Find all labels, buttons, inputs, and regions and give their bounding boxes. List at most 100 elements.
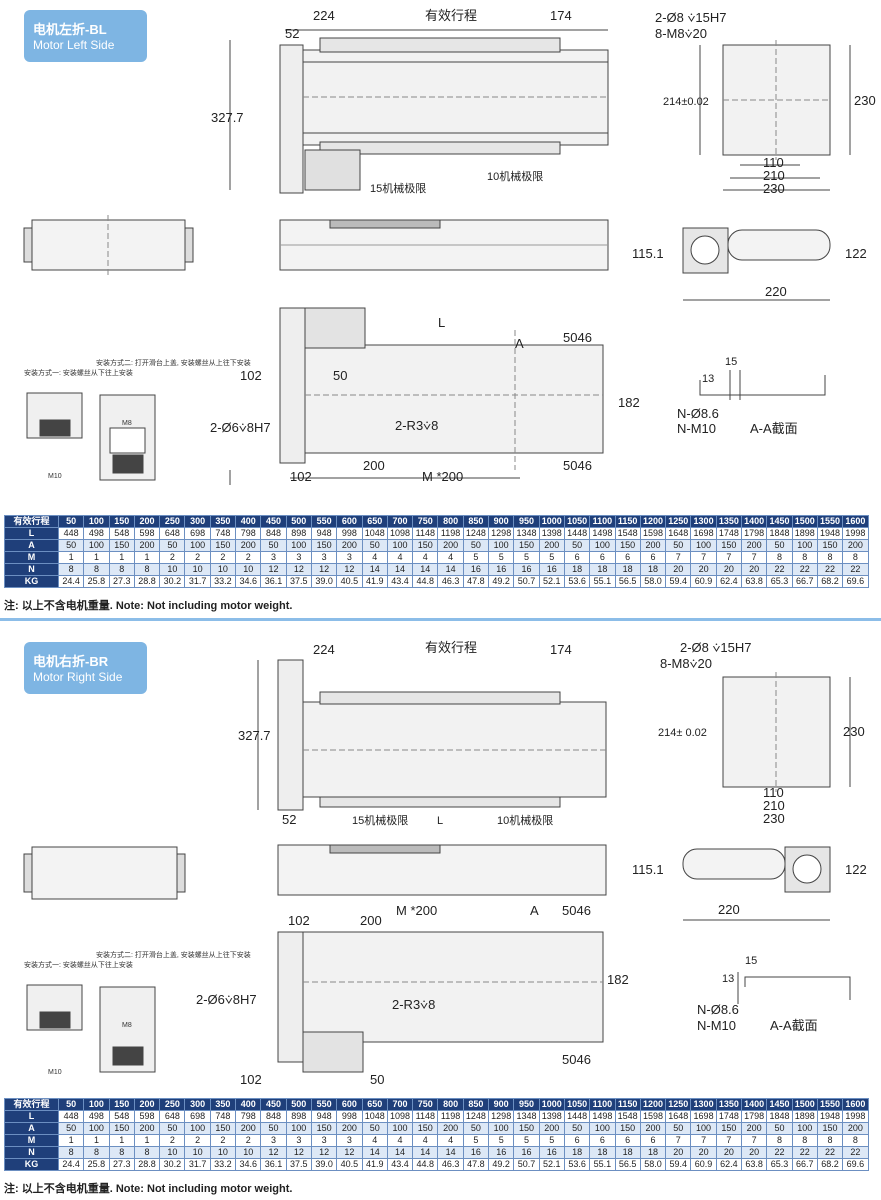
table-cell: 150 bbox=[108, 539, 135, 552]
table-header-cell: 1100 bbox=[589, 515, 616, 528]
label-mount-2: 安装方式二: 打开滑台上盖, 安装螺丝从上往下安装 bbox=[96, 358, 251, 367]
table-cell: 1748 bbox=[715, 1110, 743, 1123]
dim-327: 327.7 bbox=[211, 110, 244, 125]
table-cell: 43.4 bbox=[386, 575, 414, 588]
table-cell: 18 bbox=[563, 1146, 591, 1159]
dim-327: 327.7 bbox=[238, 728, 271, 743]
table-cell: 8 bbox=[816, 1134, 844, 1147]
table-cell: 10 bbox=[184, 1146, 211, 1159]
table-cell: 50 bbox=[361, 539, 388, 552]
table-cell: 200 bbox=[842, 1122, 869, 1135]
dim-52: 52 bbox=[285, 26, 299, 41]
dim-230-right: 230 bbox=[854, 93, 876, 108]
table-cell: 150 bbox=[513, 1122, 540, 1135]
label-hole-1: 2-Ø8 ⩒15H7 bbox=[680, 640, 752, 655]
table-cell: 50 bbox=[260, 1122, 287, 1135]
table-cell: 150 bbox=[310, 1122, 338, 1135]
dim-174: 174 bbox=[550, 8, 572, 23]
table-cell: 948 bbox=[310, 527, 338, 540]
table-header-cell: 100 bbox=[83, 1098, 110, 1111]
table-cell: 150 bbox=[412, 1122, 439, 1135]
table-row-label: N bbox=[4, 563, 59, 576]
table-cell: 150 bbox=[513, 539, 540, 552]
table-cell: 10 bbox=[235, 563, 262, 576]
table-header-cell: 150 bbox=[108, 1098, 135, 1111]
table-cell: 200 bbox=[437, 1122, 464, 1135]
table-cell: 14 bbox=[412, 1146, 439, 1159]
table-cell: 1498 bbox=[589, 527, 616, 540]
table-cell: 7 bbox=[665, 1134, 692, 1147]
table-cell: 898 bbox=[285, 1110, 312, 1123]
dim-102-bottom: 102 bbox=[290, 469, 312, 484]
table-header-cell: 1350 bbox=[715, 515, 743, 528]
table-header-cell: 1050 bbox=[563, 1098, 591, 1111]
table-cell: 798 bbox=[235, 527, 262, 540]
table-cell: 25.8 bbox=[83, 575, 110, 588]
side-view-left bbox=[23, 846, 186, 900]
table-cell: 100 bbox=[83, 539, 110, 552]
bottom-view bbox=[277, 931, 604, 1073]
mount-diagrams bbox=[26, 984, 156, 1073]
table-cell: 50 bbox=[563, 1122, 591, 1135]
aa-section bbox=[699, 370, 826, 400]
label-r3: 2-R3⩒8 bbox=[392, 997, 435, 1012]
table-cell: 10 bbox=[159, 1146, 186, 1159]
table-cell: 150 bbox=[310, 539, 338, 552]
table-cell: 22 bbox=[766, 1146, 793, 1159]
table-cell: 5 bbox=[462, 1134, 490, 1147]
table-cell: 150 bbox=[715, 539, 743, 552]
table-header-cell: 550 bbox=[310, 515, 338, 528]
dim-110: 110 bbox=[763, 155, 784, 170]
table-cell: 100 bbox=[184, 539, 211, 552]
table-cell: 12 bbox=[336, 1146, 363, 1159]
table-cell: 12 bbox=[310, 563, 338, 576]
table-header-cell: 200 bbox=[133, 1098, 161, 1111]
table-header-cell: 850 bbox=[462, 515, 490, 528]
dim-102-bottom: 102 bbox=[240, 1072, 262, 1087]
table-cell: 8 bbox=[816, 551, 844, 564]
table-cell: 498 bbox=[83, 1110, 110, 1123]
table-cell: 55.1 bbox=[589, 1158, 616, 1171]
table-cell: 1948 bbox=[816, 1110, 844, 1123]
label-mount-2: 安装方式二: 打开滑台上盖, 安装螺丝从上往下安装 bbox=[96, 950, 251, 959]
table-cell: 598 bbox=[133, 527, 161, 540]
table-cell: 22 bbox=[842, 563, 869, 576]
table-cell: 41.9 bbox=[361, 1158, 388, 1171]
label-n86: N-Ø8.6 bbox=[697, 1002, 739, 1017]
dim-230-right: 230 bbox=[843, 724, 865, 739]
table-cell: 150 bbox=[412, 539, 439, 552]
table-cell: 848 bbox=[260, 527, 287, 540]
table-cell: 200 bbox=[133, 539, 161, 552]
label-limit-15: 15机械极限 bbox=[352, 813, 408, 827]
table-cell: 448 bbox=[57, 527, 85, 540]
table-cell: 66.7 bbox=[791, 575, 818, 588]
dim-110: 110 bbox=[763, 785, 784, 800]
motor-end-view bbox=[682, 227, 831, 301]
table-cell: 22 bbox=[842, 1146, 869, 1159]
table-cell: 55.1 bbox=[589, 575, 616, 588]
table-cell: 30.2 bbox=[159, 575, 186, 588]
table-cell: 40.5 bbox=[336, 575, 363, 588]
table-cell: 1748 bbox=[715, 527, 743, 540]
table-cell: 1848 bbox=[766, 1110, 793, 1123]
table-cell: 1598 bbox=[639, 1110, 667, 1123]
table-cell: 20 bbox=[741, 1146, 768, 1159]
table-cell: 2 bbox=[159, 1134, 186, 1147]
table-cell: 46.3 bbox=[437, 1158, 464, 1171]
table-cell: 50 bbox=[159, 539, 186, 552]
table-header-cell: 1550 bbox=[816, 1098, 844, 1111]
table-cell: 1948 bbox=[816, 527, 844, 540]
section-divider bbox=[0, 618, 881, 621]
table-cell: 8 bbox=[842, 551, 869, 564]
table-cell: 6 bbox=[563, 551, 591, 564]
table-cell: 100 bbox=[285, 539, 312, 552]
table-header-cell: 1500 bbox=[791, 515, 818, 528]
table-cell: 20 bbox=[715, 563, 743, 576]
table-cell: 52.1 bbox=[538, 575, 565, 588]
table-cell: 1 bbox=[133, 551, 161, 564]
table-header-cell: 1150 bbox=[614, 515, 641, 528]
section-title-cn: 电机左折-BL bbox=[33, 22, 107, 37]
table-cell: 8 bbox=[842, 1134, 869, 1147]
table-cell: 4 bbox=[437, 551, 464, 564]
